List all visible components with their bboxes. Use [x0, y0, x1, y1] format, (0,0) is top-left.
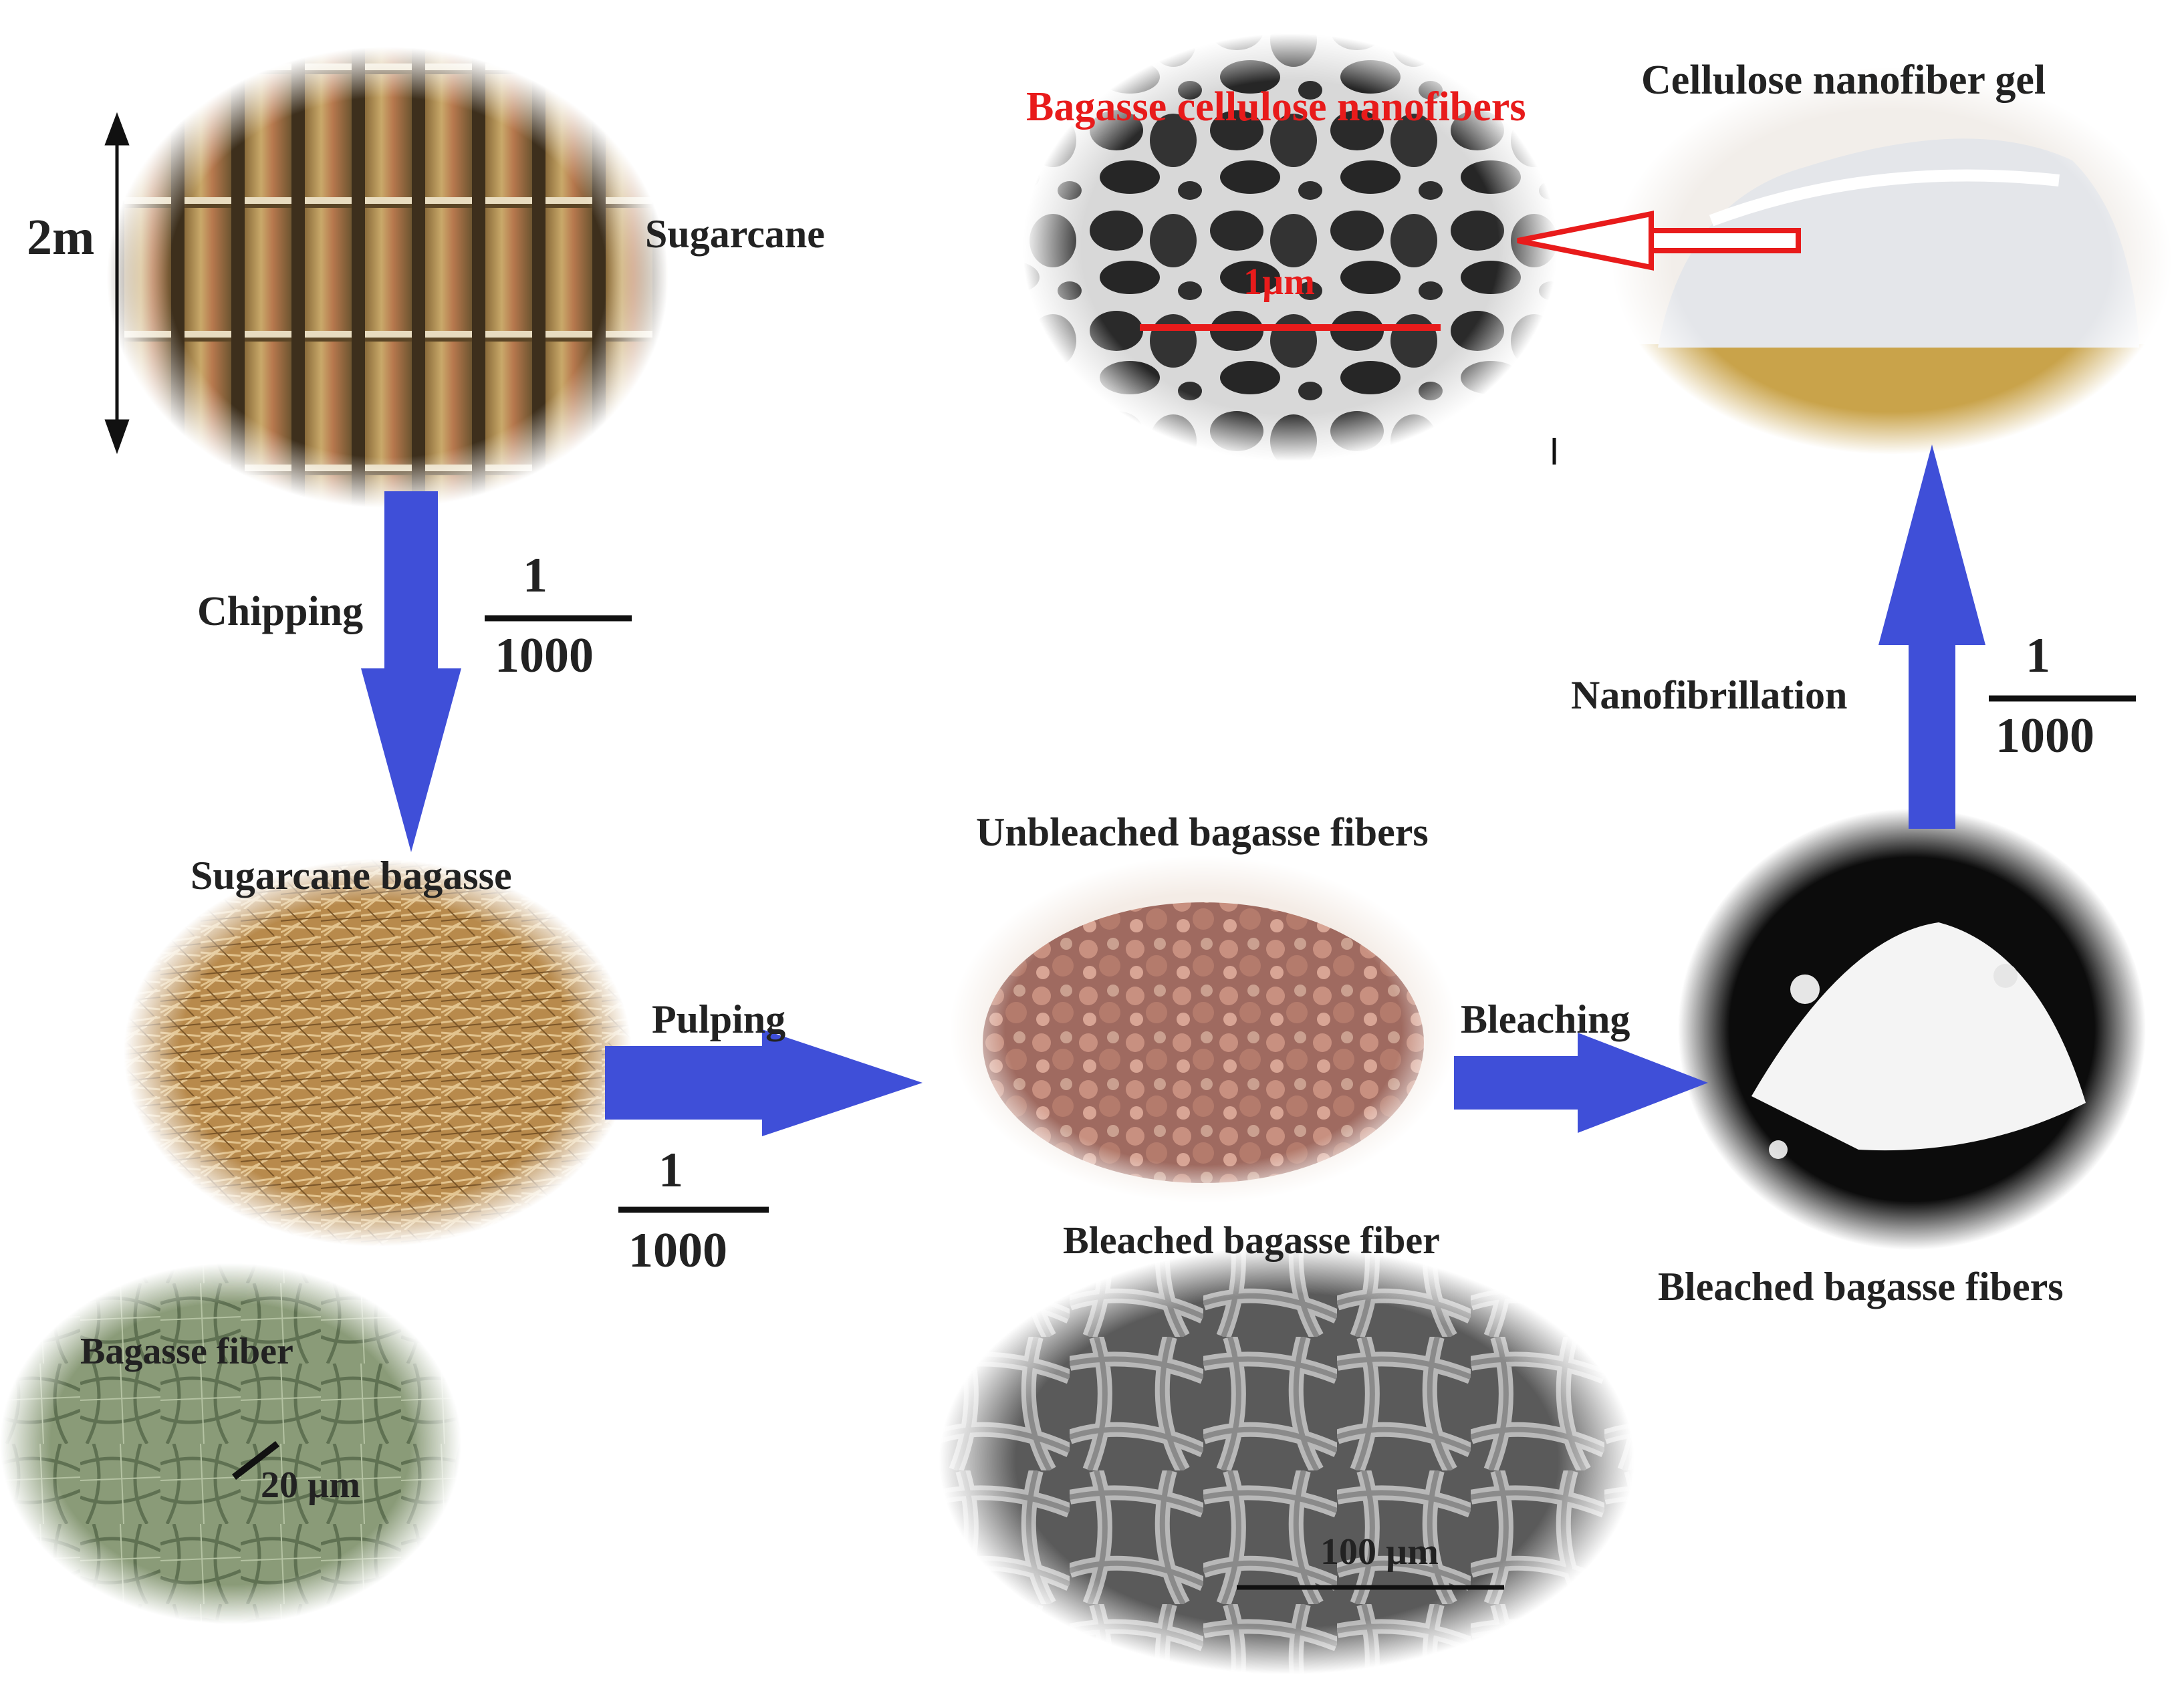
- sugarcane-height-label: 2m: [27, 209, 94, 265]
- chipping-ratio-num: 1: [523, 548, 548, 603]
- nanofibrillation-label: Nanofibrillation: [1571, 673, 1847, 717]
- nanofibers-sem: [1016, 30, 1564, 465]
- bleaching-arrow: [1454, 1033, 1708, 1133]
- nanofiber-gel-photo: [1604, 63, 2179, 458]
- height-arrow: [104, 112, 130, 455]
- sugarcane-label: Sugarcane: [645, 212, 825, 256]
- gel-to-nanofibers-arrow: [1517, 211, 1801, 271]
- unbleached-label: Unbleached bagasse fibers: [976, 810, 1429, 854]
- nanofibers-scale-label: 1µm: [1243, 261, 1315, 303]
- pulping-ratio-den: 1000: [628, 1223, 727, 1278]
- chipping-label: Chipping: [197, 589, 363, 634]
- bleached-label: Bleached bagasse fibers: [1658, 1265, 2064, 1309]
- pulping-ratio-num: 1: [658, 1143, 683, 1198]
- pulping-label: Pulping: [652, 997, 785, 1041]
- nanofibrillation-arrow: [1878, 444, 1985, 829]
- unbleached-fibers-photo: [946, 852, 1461, 1206]
- bleached-fibers-photo: [1675, 805, 2149, 1253]
- sugarcane-photo: [100, 40, 675, 508]
- nanofibrillation-ratio-den: 1000: [1995, 708, 2094, 763]
- bleached-fiber-sem: [936, 1243, 1638, 1678]
- chipping-ratio-den: 1000: [495, 628, 594, 683]
- bleached-sem-label: Bleached bagasse fiber: [1063, 1218, 1440, 1262]
- nanofibers-label: Bagasse cellulose nanofibers: [1026, 84, 1526, 130]
- sugarcane-bagasse-photo: [120, 856, 635, 1250]
- bagasse-fiber-micrograph: [0, 1260, 468, 1628]
- gel-label: Cellulose nanofiber gel: [1641, 57, 2046, 103]
- bagasse-fiber-scale-label: 20 µm: [261, 1464, 360, 1506]
- bleaching-label: Bleaching: [1461, 997, 1630, 1041]
- pulping-arrow: [605, 1029, 923, 1136]
- chipping-arrow: [361, 491, 461, 852]
- bagasse-fiber-label: Bagasse fiber: [80, 1331, 293, 1372]
- sugarcane-bagasse-label: Sugarcane bagasse: [191, 854, 512, 898]
- bleached-sem-scale-label: 100 µm: [1320, 1531, 1439, 1573]
- nanofibrillation-ratio-num: 1: [2026, 628, 2050, 683]
- bagasse-fiber-scale-bar: [231, 1441, 280, 1480]
